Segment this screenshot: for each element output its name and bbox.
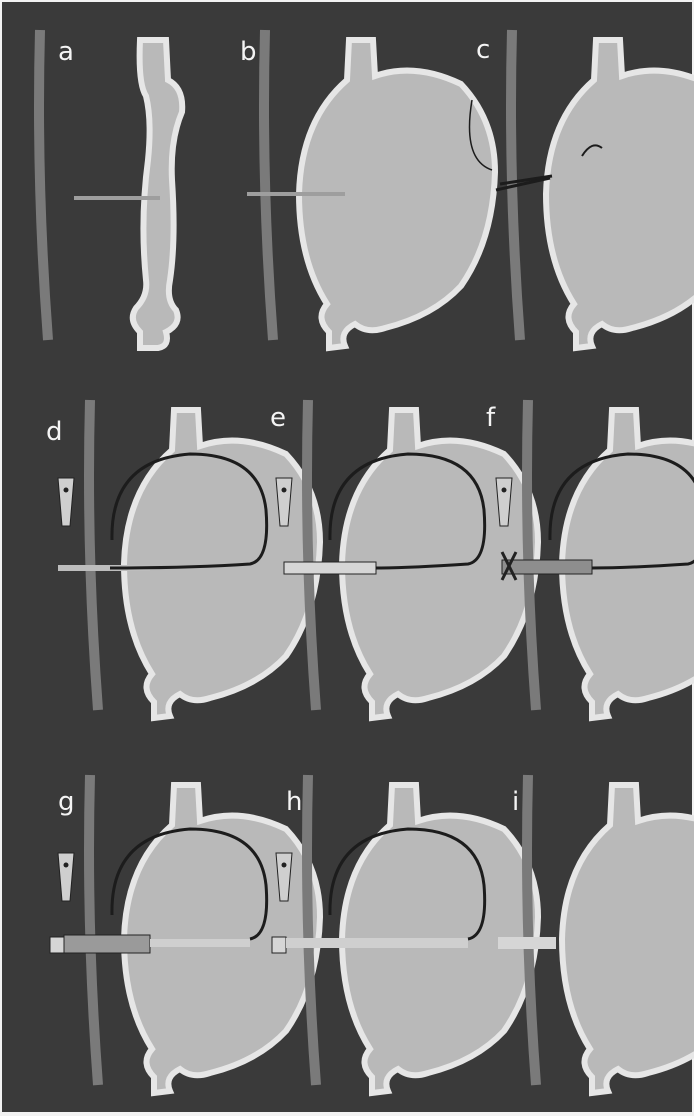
panel-label-f: f <box>486 403 496 433</box>
panel-label-b: b <box>240 37 257 67</box>
panel-label-i: i <box>512 787 519 817</box>
panel-label-d: d <box>46 417 63 447</box>
panel-label-g: g <box>58 787 75 817</box>
panel-label-h: h <box>286 787 302 817</box>
panel-label-a: a <box>58 37 74 67</box>
panel-label-c: c <box>476 35 490 65</box>
panel-label-e: e <box>270 403 286 433</box>
